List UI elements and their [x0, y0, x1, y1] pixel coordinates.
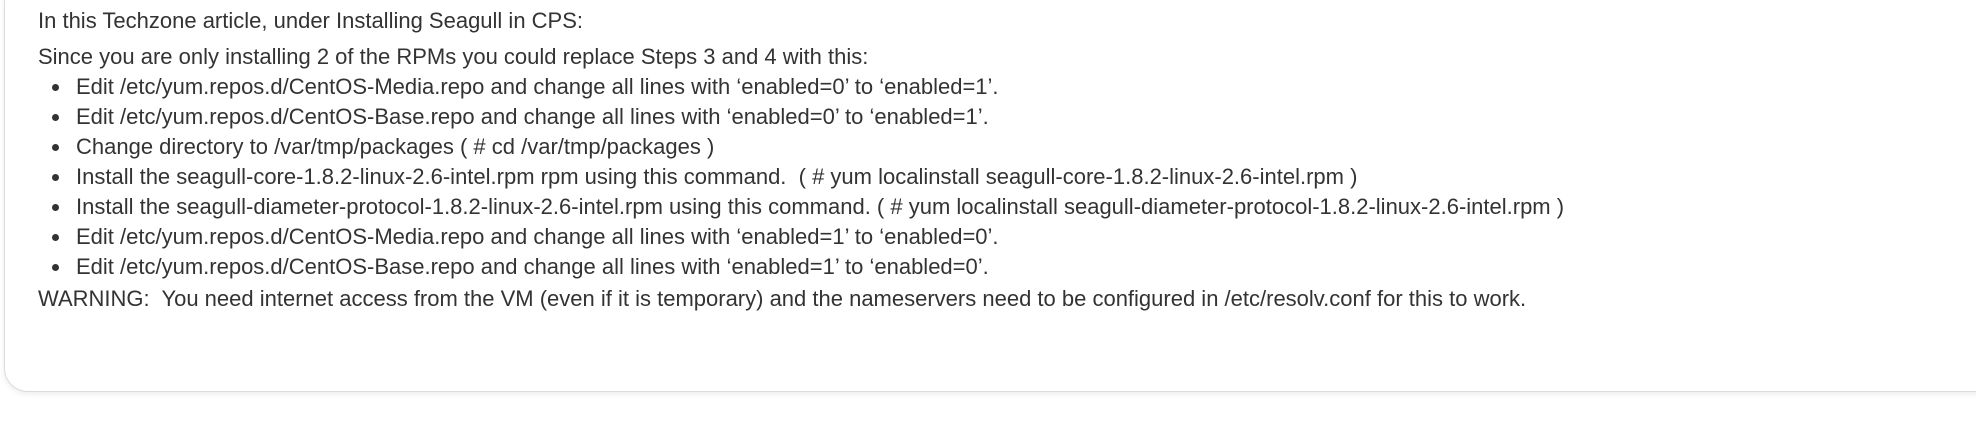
- post-card: [4, 0, 1976, 392]
- warning-text: WARNING: You need internet access from t…: [38, 286, 1527, 311]
- list-item: Edit /etc/yum.repos.d/CentOS-Media.repo …: [52, 72, 1564, 102]
- list-item: Edit /etc/yum.repos.d/CentOS-Base.repo a…: [52, 102, 1564, 132]
- step-text: Edit /etc/yum.repos.d/CentOS-Media.repo …: [76, 74, 999, 99]
- step-text: Install the seagull-core-1.8.2-linux-2.6…: [76, 164, 1358, 189]
- bullet-icon: [52, 264, 59, 271]
- list-item: Install the seagull-core-1.8.2-linux-2.6…: [52, 162, 1564, 192]
- step-text: Change directory to /var/tmp/packages ( …: [76, 134, 715, 159]
- post-body: In this Techzone article, under Installi…: [38, 6, 1564, 314]
- list-item: Edit /etc/yum.repos.d/CentOS-Media.repo …: [52, 222, 1564, 252]
- step-text: Edit /etc/yum.repos.d/CentOS-Media.repo …: [76, 224, 999, 249]
- list-item: Change directory to /var/tmp/packages ( …: [52, 132, 1564, 162]
- bullet-icon: [52, 84, 59, 91]
- bullet-icon: [52, 144, 59, 151]
- intro-text: In this Techzone article, under Installi…: [38, 8, 584, 33]
- bullet-icon: [52, 204, 59, 211]
- list-item: Edit /etc/yum.repos.d/CentOS-Base.repo a…: [52, 252, 1564, 282]
- bullet-icon: [52, 114, 59, 121]
- step-text: Edit /etc/yum.repos.d/CentOS-Base.repo a…: [76, 254, 989, 279]
- step-text: Edit /etc/yum.repos.d/CentOS-Base.repo a…: [76, 104, 989, 129]
- steps-list: Edit /etc/yum.repos.d/CentOS-Media.repo …: [38, 72, 1564, 282]
- lead-text: Since you are only installing 2 of the R…: [38, 44, 869, 69]
- bullet-icon: [52, 174, 59, 181]
- step-text: Install the seagull-diameter-protocol-1.…: [76, 194, 1565, 219]
- bullet-icon: [52, 234, 59, 241]
- list-item: Install the seagull-diameter-protocol-1.…: [52, 192, 1565, 222]
